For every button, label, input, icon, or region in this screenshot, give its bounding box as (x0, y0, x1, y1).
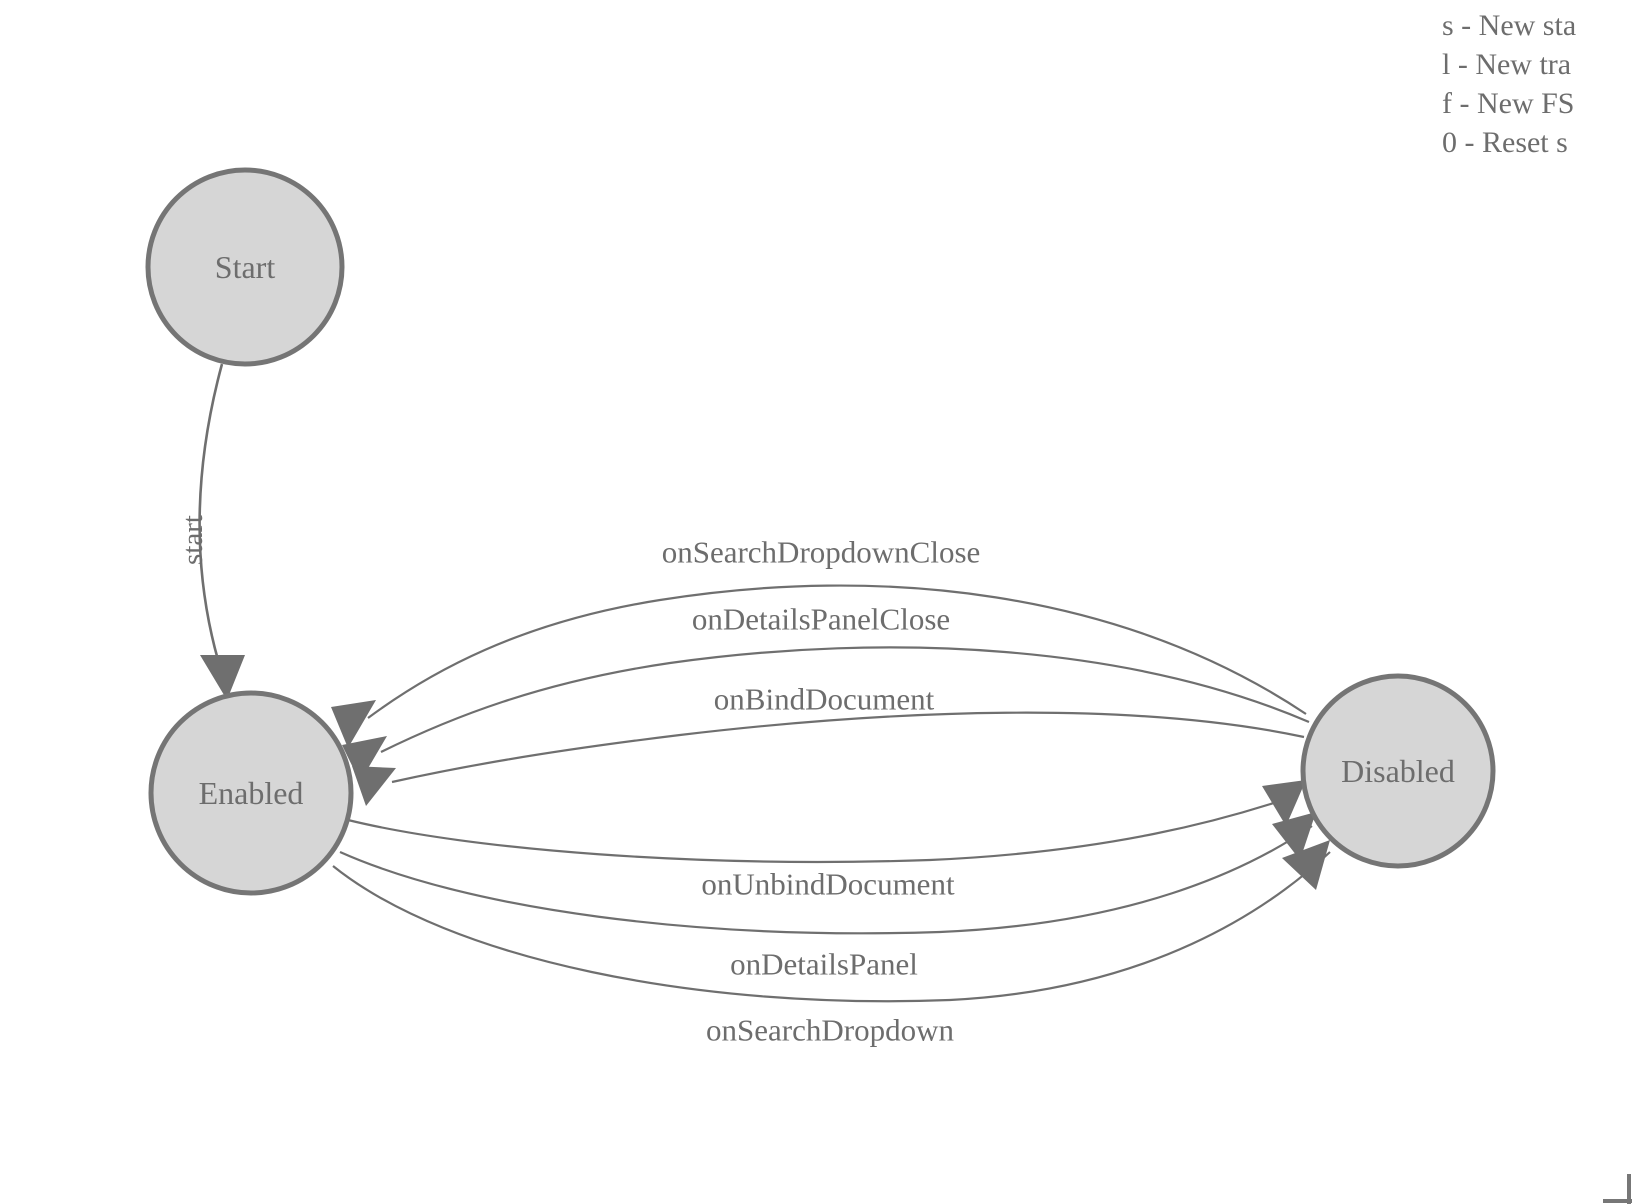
arrowhead-on-details-panel (1272, 812, 1316, 860)
edge-path-on-unbind-document (347, 793, 1299, 864)
help-line-new-fsm: f - New FS (1442, 87, 1575, 120)
arrowhead-on-search-dropdown (1282, 840, 1330, 890)
node-start[interactable]: Start (145, 167, 345, 367)
node-start-label: Start (215, 249, 276, 285)
edge-on-details-panel[interactable]: onDetailsPanel (339, 812, 1316, 982)
edge-label-on-details-panel: onDetailsPanel (730, 947, 918, 982)
resize-handle-vertical-bar (1627, 1174, 1631, 1204)
edge-label-start: start (177, 515, 209, 565)
edge-path-on-details-panel-close (380, 646, 1310, 753)
edge-label-on-search-dropdown: onSearchDropdown (706, 1013, 954, 1048)
arrowhead-on-details-panel-close (342, 736, 387, 782)
node-enabled[interactable]: Enabled (148, 690, 354, 896)
node-disabled-circle (1300, 673, 1496, 869)
edge-label-on-unbind-document: onUnbindDocument (701, 867, 955, 902)
edge-start-to-enabled[interactable]: start (177, 363, 245, 700)
resize-handle-horizontal-bar (1603, 1199, 1632, 1203)
help-line-reset: 0 - Reset s (1442, 126, 1568, 159)
node-start-circle (145, 167, 345, 367)
edge-path-on-search-dropdown-close (367, 584, 1307, 719)
edge-on-search-dropdown[interactable]: onSearchDropdown (332, 840, 1331, 1048)
edge-path-on-details-panel (339, 825, 1313, 935)
arrowhead-on-search-dropdown-close (331, 700, 376, 748)
edge-path-start (198, 363, 224, 661)
arrowhead-on-bind-document (352, 766, 396, 806)
help-line-new-state: s - New sta (1442, 9, 1577, 42)
keyboard-shortcut-legend: s - New sta l - New tra f - New FS 0 - R… (1432, 0, 1632, 162)
resize-handle[interactable] (1603, 1174, 1632, 1204)
node-disabled-label: Disabled (1341, 753, 1455, 789)
arrowhead-on-unbind-document (1262, 780, 1306, 826)
edge-path-on-bind-document (391, 711, 1305, 784)
node-enabled-label: Enabled (199, 775, 304, 811)
edge-on-search-dropdown-close[interactable]: onSearchDropdownClose (331, 535, 1307, 749)
arrowhead-start-to-enabled (200, 655, 245, 700)
edge-label-on-search-dropdown-close: onSearchDropdownClose (662, 535, 981, 570)
edge-label-on-bind-document: onBindDocument (714, 682, 935, 717)
help-line-new-transition: l - New tra (1442, 48, 1572, 81)
edge-path-on-search-dropdown (332, 851, 1331, 1003)
edge-on-unbind-document[interactable]: onUnbindDocument (347, 780, 1306, 902)
edge-label-on-details-panel-close: onDetailsPanelClose (692, 602, 950, 637)
edge-on-bind-document[interactable]: onBindDocument (352, 682, 1305, 807)
node-enabled-circle (148, 690, 354, 896)
edge-on-details-panel-close[interactable]: onDetailsPanelClose (342, 602, 1310, 783)
node-disabled[interactable]: Disabled (1300, 673, 1496, 869)
